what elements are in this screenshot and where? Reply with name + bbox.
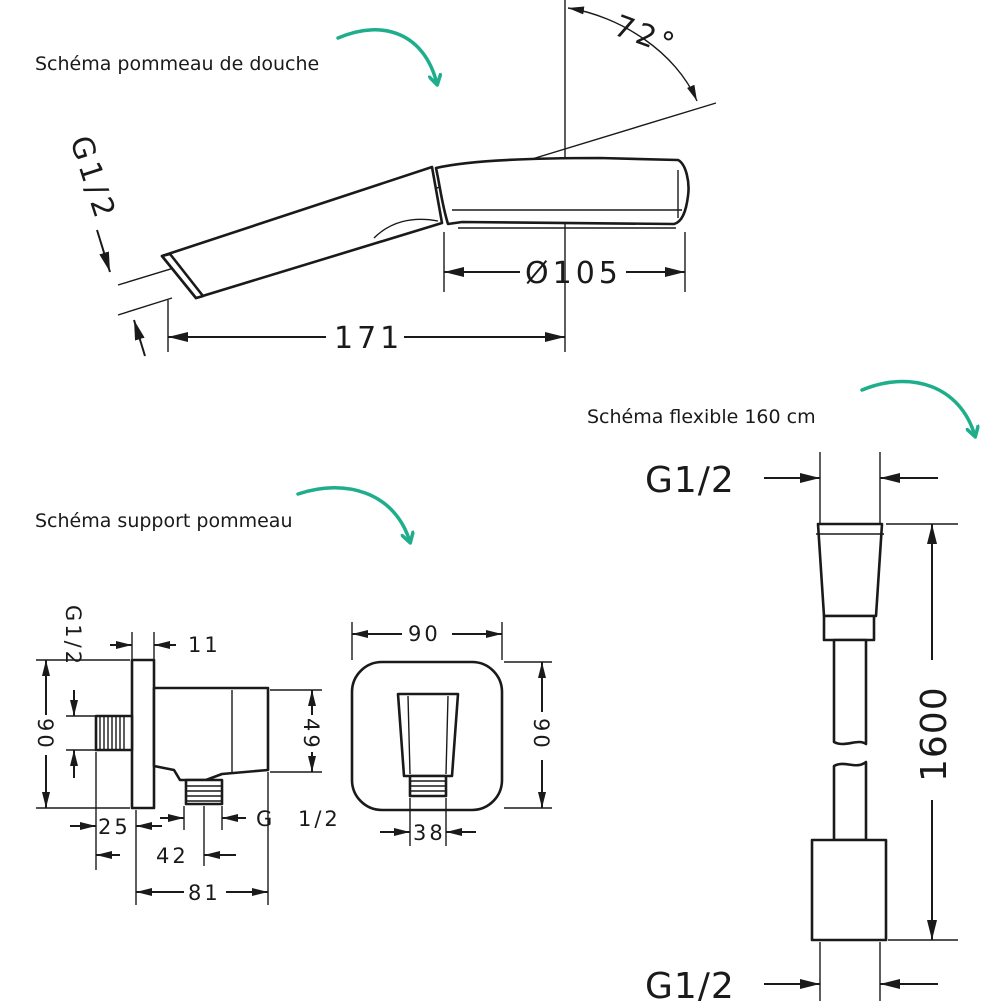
support-dim-42: 42 [156,844,189,868]
support-dim-81: 81 [188,881,221,905]
teal-arrow-icon [296,486,410,542]
support-dim-11: 11 [188,633,221,657]
thread-label-head: G1/2 [62,132,122,226]
length-label: 171 [334,321,403,356]
support-outlet-g: G [256,807,275,831]
support-dim-25: 25 [98,815,131,839]
caption-support: Schéma support pommeau [35,510,293,532]
diameter-label: Ø105 [525,256,622,291]
front-dim-38: 38 [413,821,446,845]
shower-head-drawing [96,0,717,357]
caption-hose: Schéma flexible 160 cm [587,406,816,428]
front-dim-90-right: 90 [529,718,553,751]
hose-thread-bottom-label: G1/2 [645,966,735,1001]
support-dim-49: 49 [299,718,323,751]
support-side-view [36,632,322,905]
teal-arrow-icon [860,379,975,436]
hose-drawing [764,452,958,1001]
front-dim-90-top: 90 [408,622,441,646]
hose-length-label: 1600 [914,686,955,782]
support-front-view [350,622,552,846]
angle-label: 72° [609,9,682,64]
hose-thread-top-label: G1/2 [645,460,735,501]
teal-arrow-icon [336,28,437,84]
support-outlet-half: 1/2 [298,807,341,831]
caption-shower-head: Schéma pommeau de douche [35,53,319,75]
support-dim-90-left: 90 [33,718,57,751]
support-thread-left-label: G1/2 [61,605,85,667]
